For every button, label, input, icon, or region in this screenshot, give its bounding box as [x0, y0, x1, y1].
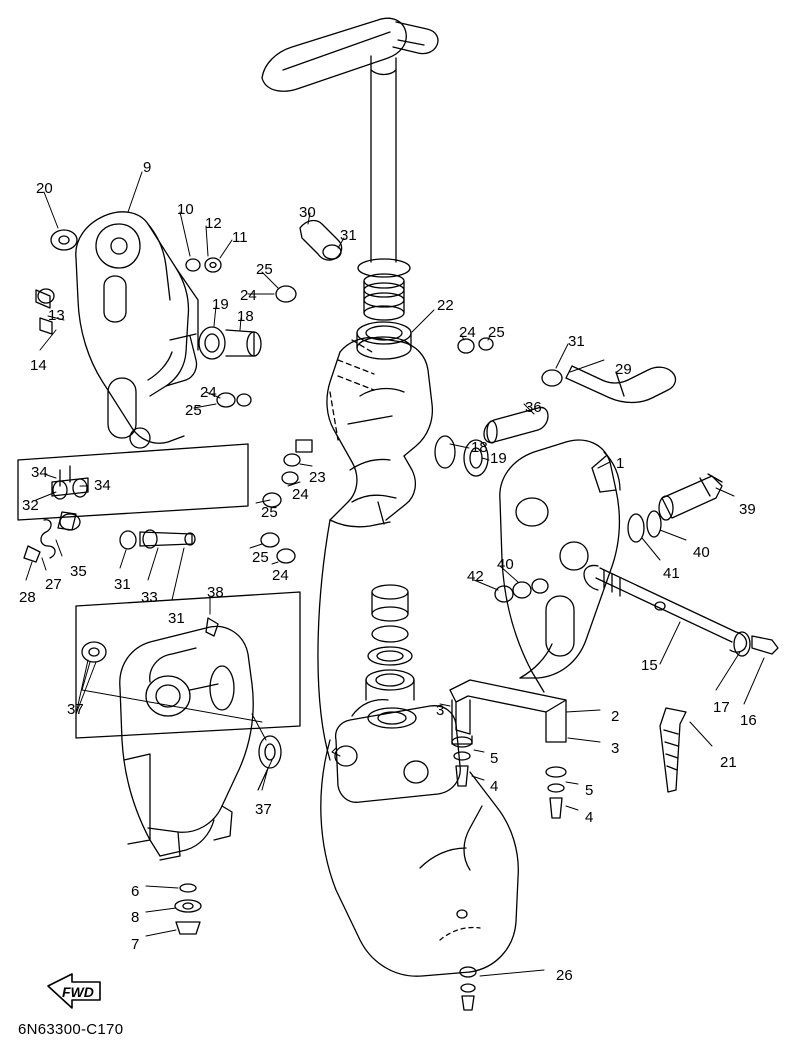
callout-30: 30: [299, 204, 316, 221]
callout-2: 2: [611, 708, 620, 725]
callout-11: 11: [232, 229, 248, 246]
fwd-label: FWD: [62, 984, 94, 1000]
fwd-arrow-icon: [47, 973, 101, 1009]
callout-24-top: 24: [240, 287, 257, 304]
callout-32: 32: [22, 497, 39, 514]
callout-25-mid: 25: [261, 504, 278, 521]
callout-3-b: 3: [611, 740, 620, 757]
callout-31-top: 31: [340, 227, 357, 244]
callout-25-lower: 25: [252, 549, 269, 566]
callout-12: 12: [205, 215, 222, 232]
callout-40-left: 40: [497, 556, 514, 573]
callout-25-right-top: 25: [488, 324, 505, 341]
callout-24-lower: 24: [272, 567, 289, 584]
callout-35: 35: [70, 563, 87, 580]
callout-31-lower: 31: [114, 576, 131, 593]
callout-6: 6: [131, 883, 140, 900]
callout-41: 41: [663, 565, 680, 582]
callout-24-right-top: 24: [459, 324, 476, 341]
callout-33: 33: [141, 589, 158, 606]
callout-37-right: 37: [255, 801, 272, 818]
callout-22: 22: [437, 297, 454, 314]
callout-18-right: 18: [471, 439, 488, 456]
callout-14: 14: [30, 357, 47, 374]
callout-10: 10: [177, 201, 194, 218]
callout-19-left: 19: [212, 296, 229, 313]
callout-42: 42: [467, 568, 484, 585]
callout-39: 39: [739, 501, 756, 518]
callout-8: 8: [131, 909, 140, 926]
callout-36: 36: [525, 399, 542, 416]
callout-16: 16: [740, 712, 757, 729]
callout-9: 9: [143, 159, 152, 176]
callout-37-left: 37: [67, 701, 84, 718]
callout-3-a: 3: [436, 702, 445, 719]
callout-17: 17: [713, 699, 730, 716]
callout-31-lower-b: 31: [168, 610, 185, 627]
callout-31-right: 31: [568, 333, 585, 350]
callout-25-top: 25: [256, 261, 273, 278]
callout-7: 7: [131, 936, 140, 953]
callout-29: 29: [615, 361, 632, 378]
callout-4-a: 4: [490, 778, 499, 795]
callout-38: 38: [207, 584, 224, 601]
callout-24-mid: 24: [292, 486, 309, 503]
callout-20: 20: [36, 180, 53, 197]
callout-23: 23: [309, 469, 326, 486]
callout-34-a: 34: [31, 464, 48, 481]
callout-26: 26: [556, 967, 573, 984]
callout-18-left: 18: [237, 308, 254, 325]
callout-5-b: 5: [585, 782, 594, 799]
callout-19-right: 19: [490, 450, 507, 467]
callout-40-right: 40: [693, 544, 710, 561]
callout-1: 1: [616, 455, 625, 472]
callout-21: 21: [720, 754, 737, 771]
callout-5-a: 5: [490, 750, 499, 767]
callout-13: 13: [48, 307, 65, 324]
callout-28: 28: [19, 589, 36, 606]
diagram-part-number: 6N63300-C170: [18, 1021, 124, 1038]
callout-34-b: 34: [94, 477, 111, 494]
callout-25-left: 25: [185, 402, 202, 419]
callout-4-b: 4: [585, 809, 594, 826]
callout-15: 15: [641, 657, 658, 674]
callout-27: 27: [45, 576, 62, 593]
callout-24-left: 24: [200, 384, 217, 401]
